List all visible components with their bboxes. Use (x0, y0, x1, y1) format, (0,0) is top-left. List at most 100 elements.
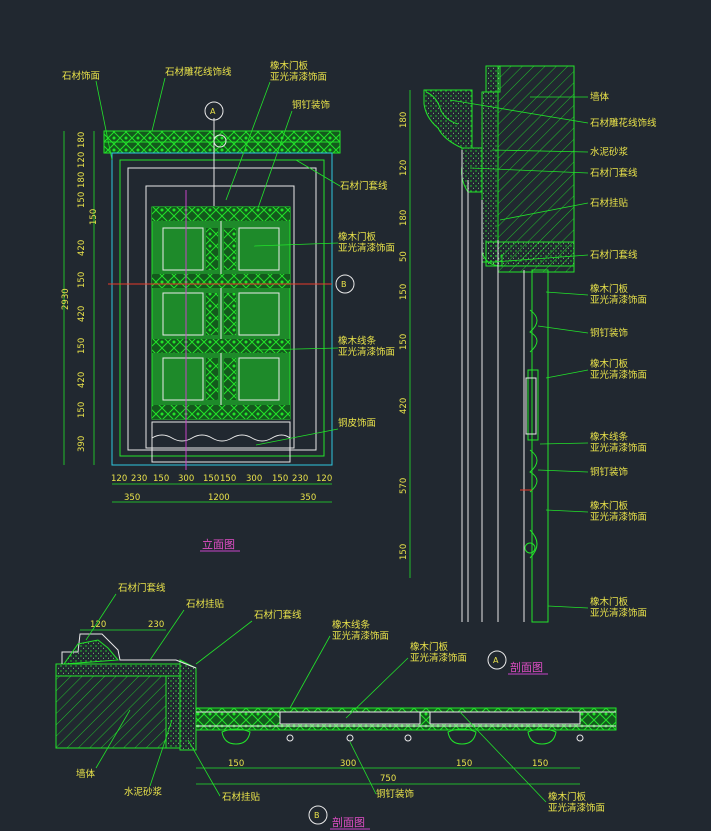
svg-text:石材挂贴: 石材挂贴 (590, 197, 629, 209)
section-b-title: 剖面图 (332, 815, 365, 829)
svg-text:2930: 2930 (61, 288, 71, 310)
svg-text:150: 150 (228, 759, 244, 769)
svg-text:橡木门板: 橡木门板 (590, 358, 629, 370)
svg-text:亚光清漆饰面: 亚光清漆饰面 (590, 511, 647, 523)
copper-nail-ornaments (221, 728, 584, 745)
svg-text:橡木门板: 橡木门板 (590, 283, 629, 295)
svg-text:亚光清漆饰面: 亚光清漆饰面 (410, 652, 467, 664)
svg-text:120: 120 (316, 474, 332, 484)
svg-text:亚光清漆饰面: 亚光清漆饰面 (338, 242, 395, 254)
svg-text:420: 420 (77, 240, 87, 256)
section-b-view: 120 230 150 300 150 150 750 石材门套线 石材挂贴 石… (55, 582, 617, 830)
svg-text:石材饰面: 石材饰面 (62, 70, 100, 82)
section-a-wall (497, 65, 575, 273)
svg-text:180: 180 (77, 172, 87, 188)
door-panels (152, 227, 290, 401)
svg-text:橡木线条: 橡木线条 (338, 335, 377, 347)
svg-text:A: A (210, 107, 216, 116)
svg-text:750: 750 (380, 774, 396, 784)
svg-text:300: 300 (340, 759, 356, 769)
svg-text:铜皮饰面: 铜皮饰面 (338, 417, 376, 429)
svg-text:150: 150 (77, 338, 87, 354)
svg-text:350: 350 (124, 493, 140, 503)
svg-text:橡木门板: 橡木门板 (590, 596, 629, 608)
svg-text:180: 180 (399, 210, 409, 226)
section-a-title-bubble (487, 650, 507, 670)
svg-text:A: A (493, 656, 499, 665)
svg-text:橡木线条: 橡木线条 (590, 431, 629, 443)
svg-text:230: 230 (292, 474, 308, 484)
svg-text:石材门套线: 石材门套线 (340, 180, 388, 192)
svg-text:420: 420 (77, 372, 87, 388)
svg-text:300: 300 (178, 474, 194, 484)
svg-text:水泥砂浆: 水泥砂浆 (124, 786, 163, 798)
svg-text:350: 350 (300, 493, 316, 503)
svg-text:300: 300 (246, 474, 262, 484)
svg-text:230: 230 (148, 620, 164, 630)
section-b-bottom-dims: 150 300 150 150 750 (196, 759, 580, 785)
svg-text:150: 150 (220, 474, 236, 484)
svg-text:石材门套线: 石材门套线 (590, 249, 638, 261)
svg-text:亚光清漆饰面: 亚光清漆饰面 (590, 607, 647, 619)
svg-text:180: 180 (399, 112, 409, 128)
svg-text:铜钉装饰: 铜钉装饰 (590, 327, 628, 339)
section-b-title-bubble (308, 805, 328, 825)
svg-text:石材门套线: 石材门套线 (590, 167, 638, 179)
svg-text:150: 150 (532, 759, 548, 769)
svg-text:石材门套线: 石材门套线 (118, 582, 166, 594)
svg-text:50: 50 (399, 251, 409, 262)
svg-text:120: 120 (90, 620, 106, 630)
svg-text:亚光清漆饰面: 亚光清漆饰面 (332, 630, 389, 642)
svg-text:橡木门板: 橡木门板 (548, 791, 587, 803)
svg-text:390: 390 (77, 436, 87, 452)
svg-text:230: 230 (131, 474, 147, 484)
svg-text:150: 150 (77, 402, 87, 418)
stone-frame-outer (111, 152, 333, 466)
svg-text:亚光清漆饰面: 亚光清漆饰面 (590, 442, 647, 454)
elevation-view: A B 2930 180 120 180 150 150 420 150 420… (61, 60, 395, 552)
svg-text:150: 150 (77, 272, 87, 288)
svg-text:铜钉装饰: 铜钉装饰 (292, 99, 330, 111)
svg-text:墙体: 墙体 (590, 91, 610, 103)
section-a-title: 剖面图 (510, 660, 543, 674)
svg-text:150: 150 (399, 544, 409, 560)
svg-text:120: 120 (77, 152, 87, 168)
svg-text:150: 150 (399, 284, 409, 300)
svg-text:亚光清漆饰面: 亚光清漆饰面 (270, 71, 327, 83)
svg-text:橡木线条: 橡木线条 (332, 619, 371, 631)
svg-text:橡木门板: 橡木门板 (270, 60, 309, 72)
svg-text:150: 150 (77, 192, 87, 208)
section-a-bubble (204, 101, 224, 121)
svg-text:橡木门板: 橡木门板 (338, 231, 377, 243)
svg-text:1200: 1200 (208, 493, 230, 503)
svg-text:B: B (314, 811, 320, 820)
section-b-wall (55, 675, 167, 749)
svg-text:铜钉装饰: 铜钉装饰 (590, 466, 628, 478)
svg-text:亚光清漆饰面: 亚光清漆饰面 (590, 369, 647, 381)
elevation-left-dims: 2930 180 120 180 150 150 420 150 420 150… (61, 131, 99, 465)
svg-text:铜钉装饰: 铜钉装饰 (376, 788, 414, 800)
svg-text:石材门套线: 石材门套线 (254, 609, 302, 621)
svg-text:橡木门板: 橡木门板 (410, 641, 449, 653)
svg-text:B: B (341, 280, 347, 289)
svg-text:180: 180 (77, 132, 87, 148)
elevation-bottom-dims: 120 230 150 300 150 150 300 150 230 120 … (111, 474, 332, 503)
svg-text:150: 150 (456, 759, 472, 769)
copper-skin-base (151, 421, 291, 463)
svg-text:120: 120 (111, 474, 127, 484)
svg-text:橡木门板: 橡木门板 (590, 500, 629, 512)
svg-text:石材挂贴: 石材挂贴 (222, 791, 261, 803)
section-b-labels: 石材门套线 石材挂贴 石材门套线 橡木线条 亚光清漆饰面 橡木门板 亚光清漆饰面… (76, 582, 605, 814)
svg-text:150: 150 (399, 334, 409, 350)
svg-text:420: 420 (399, 398, 409, 414)
svg-text:120: 120 (399, 160, 409, 176)
section-a-dims: 180 120 180 50 150 150 420 570 150 (399, 90, 411, 578)
section-a-labels: 墙体 石材雕花线饰线 水泥砂浆 石材门套线 石材挂贴 石材门套线 橡木门板 亚光… (449, 91, 657, 619)
svg-text:石材雕花线饰线: 石材雕花线饰线 (590, 117, 657, 129)
svg-text:亚光清漆饰面: 亚光清漆饰面 (338, 346, 395, 358)
svg-text:石材挂贴: 石材挂贴 (186, 598, 225, 610)
svg-text:水泥砂浆: 水泥砂浆 (590, 146, 629, 158)
section-b-top-dims: 120 230 (80, 620, 166, 631)
svg-text:570: 570 (399, 478, 409, 494)
